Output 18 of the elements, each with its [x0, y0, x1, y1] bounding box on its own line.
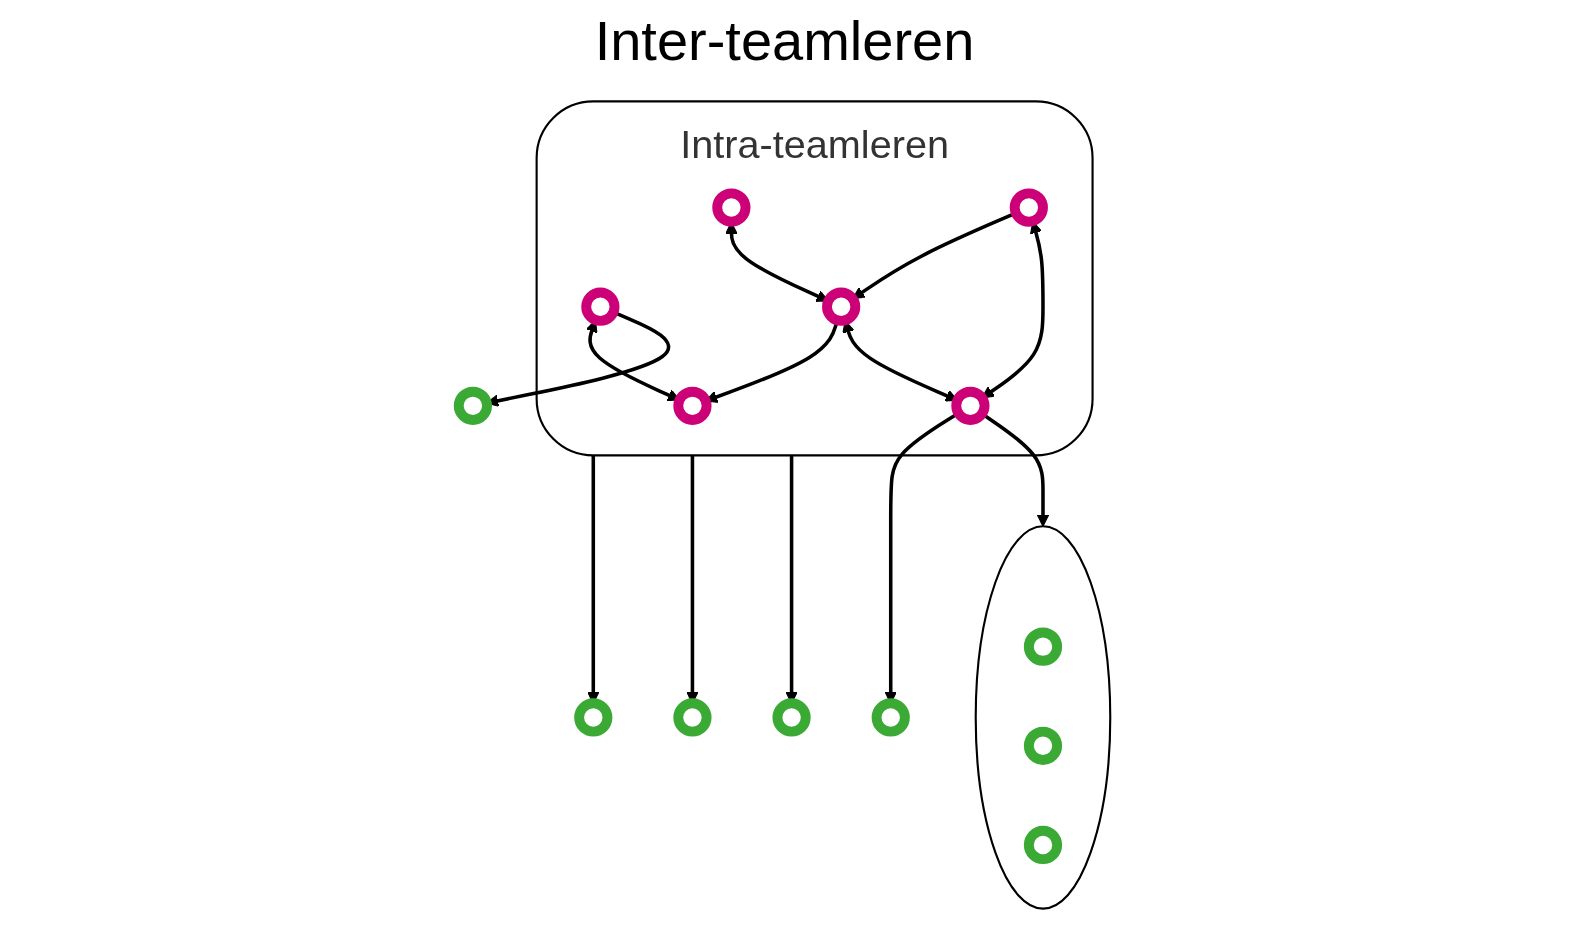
node-circle	[1023, 627, 1063, 666]
node-circle	[772, 698, 811, 737]
node-circle	[1023, 726, 1063, 765]
arrow	[983, 414, 1050, 527]
cluster: Intra-teamleren	[535, 100, 1094, 457]
node-circle	[1023, 825, 1063, 865]
node-circle	[581, 287, 620, 326]
diagram-title: Inter-teamleren	[593, 8, 976, 73]
node-circle	[673, 386, 712, 425]
node-circle	[1009, 188, 1048, 227]
node-circle	[574, 698, 613, 737]
node-circle	[822, 287, 861, 326]
node-circle	[951, 386, 990, 425]
node-circle	[871, 698, 910, 737]
node-circle	[453, 386, 492, 425]
node-circle	[673, 698, 712, 737]
cluster	[974, 525, 1112, 910]
node-circle	[712, 188, 751, 227]
